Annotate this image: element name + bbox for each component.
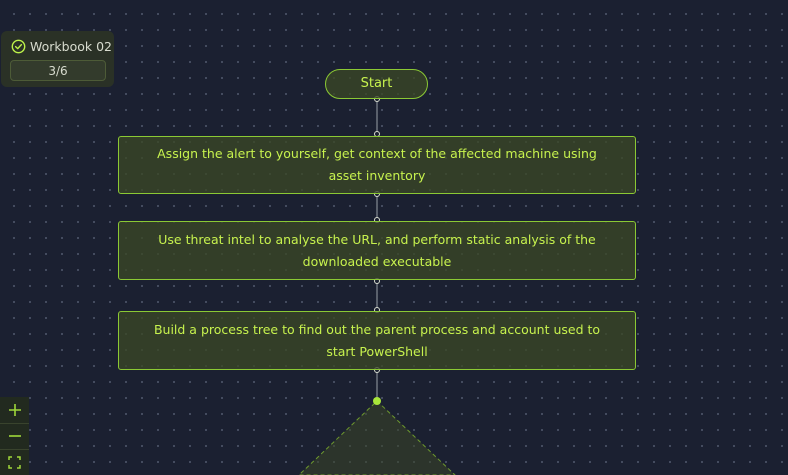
step-node-2[interactable]: Use threat intel to analyse the URL, and… [118, 221, 636, 280]
workbook-title-row: Workbook 02 [11, 39, 112, 54]
fit-view-button[interactable] [0, 449, 29, 475]
workbook-title: Workbook 02 [30, 39, 113, 54]
plus-icon [8, 404, 21, 416]
workbook-panel: Workbook 02 3/6 [1, 31, 114, 87]
workbook-progress[interactable]: 3/6 [10, 60, 106, 81]
check-circle-icon [11, 39, 26, 54]
decision-node[interactable] [298, 400, 456, 475]
start-node[interactable]: Start [325, 69, 428, 99]
step-node-3[interactable]: Build a process tree to find out the par… [118, 311, 636, 370]
zoom-controls [0, 397, 29, 475]
step-node-1[interactable]: Assign the alert to yourself, get contex… [118, 136, 636, 194]
handle-decision-top[interactable] [373, 397, 381, 405]
minus-icon [8, 435, 21, 437]
zoom-in-button[interactable] [0, 397, 29, 424]
zoom-out-button[interactable] [0, 423, 29, 450]
fullscreen-icon [8, 455, 21, 469]
